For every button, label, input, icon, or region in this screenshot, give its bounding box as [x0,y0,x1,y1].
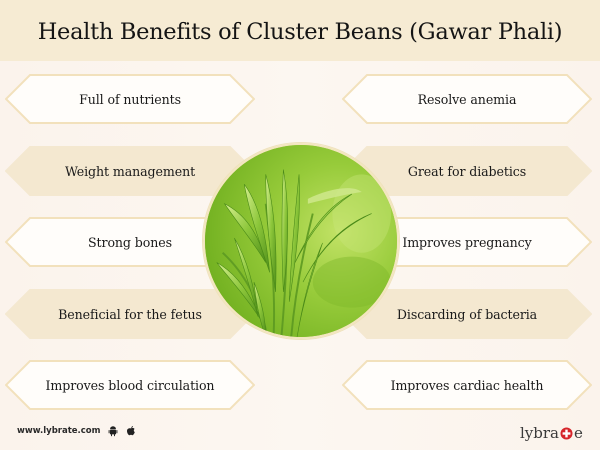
android-icon[interactable] [107,425,119,437]
benefit-beneficial-for-fetus: Beneficial for the fetus [5,289,255,339]
benefit-label: Improves pregnancy [402,234,532,250]
benefit-improves-cardiac-health: Improves cardiac health [342,360,592,410]
benefit-improves-blood-circulation: Improves blood circulation [5,360,255,410]
header-bar: Health Benefits of Cluster Beans (Gawar … [0,0,600,61]
benefit-label: Weight management [64,163,196,179]
banner-shape-white [5,360,255,410]
cluster-beans-photo [203,143,399,339]
page-title: Health Benefits of Cluster Beans (Gawar … [37,18,563,45]
benefit-label: Strong bones [88,234,172,250]
footer-website: www.lybrate.com [17,425,137,437]
banner-shape-white [5,74,255,124]
medical-cross-icon [560,427,573,440]
benefit-label: Full of nutrients [79,91,181,107]
benefit-label: Discarding of bacteria [396,306,538,322]
apple-icon[interactable] [125,425,137,437]
benefit-improves-pregnancy: Improves pregnancy [342,217,592,267]
benefit-resolve-anemia: Resolve anemia [342,74,592,124]
benefit-label: Improves cardiac health [390,377,544,393]
benefit-label: Resolve anemia [417,91,517,107]
benefit-full-of-nutrients: Full of nutrients [5,74,255,124]
brand-prefix: lybra [520,424,559,442]
benefit-strong-bones: Strong bones [5,217,255,267]
benefit-label: Great for diabetics [407,163,527,179]
banner-shape-white [342,74,592,124]
benefit-label: Improves blood circulation [45,377,215,393]
benefit-weight-management: Weight management [5,146,255,196]
website-url[interactable]: www.lybrate.com [17,426,101,436]
lybrate-logo[interactable]: lybra e [520,424,583,442]
banner-shape-white [342,360,592,410]
cluster-beans-plant-icon [205,145,397,337]
brand-suffix: e [574,424,583,442]
benefit-label: Beneficial for the fetus [58,306,202,322]
